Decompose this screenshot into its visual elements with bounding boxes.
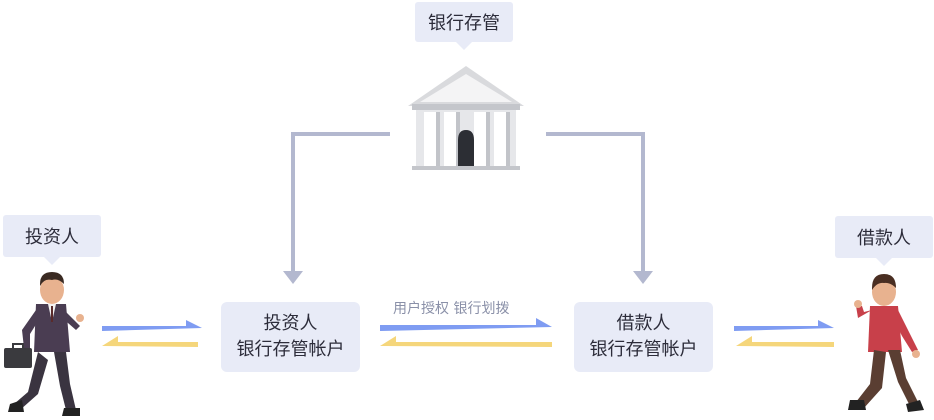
investor-account-name: 投资人 [263,313,318,334]
investor-account-type: 银行存管帐户 [236,339,345,360]
borrower-account-box: 借款人 银行存管帐户 [574,302,713,372]
bank-to-borrower-arrowhead [633,271,653,284]
bank-label-bubble: 银行存管 [415,2,513,50]
borrower-account-type: 银行存管帐户 [589,339,698,360]
borrower-label: 借款人 [857,228,911,249]
borrower-label-bubble: 借款人 [835,216,933,266]
middle-arrows [380,318,552,347]
borrower-side-arrows [734,320,834,347]
borrower-figure [848,274,924,412]
bank-to-investor-arrowhead [283,271,303,284]
investor-account-box: 投资人 银行存管帐户 [221,302,360,372]
bank-to-borrower-connector [546,132,645,272]
investor-side-arrows [102,320,202,347]
investor-figure [4,272,84,416]
bank-building-icon [408,66,524,170]
borrower-account-name: 借款人 [616,313,671,334]
bank-to-investor-connector [291,132,390,272]
investor-label-bubble: 投资人 [3,215,101,265]
bank-label: 银行存管 [428,13,500,34]
investor-label: 投资人 [25,227,79,248]
flow-label: 用户授权 银行划拨 [393,301,510,317]
